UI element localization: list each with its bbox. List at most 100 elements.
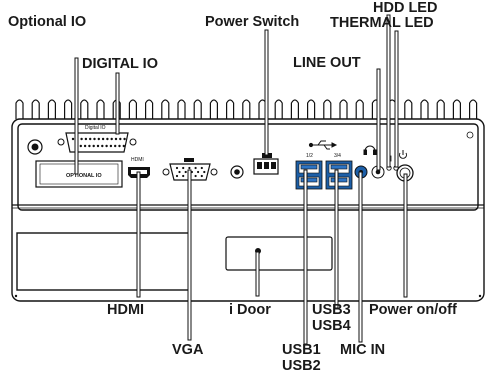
heatsink-fins bbox=[15, 99, 478, 119]
label-i-door: i Door bbox=[229, 302, 271, 318]
leader-hdmi bbox=[136, 171, 141, 298]
db-pin bbox=[79, 144, 83, 148]
power-switch-connector bbox=[253, 153, 279, 175]
heatsink-fin bbox=[63, 99, 73, 119]
heatsink-fin bbox=[242, 99, 251, 119]
leader-vga bbox=[187, 169, 192, 341]
heatsink-fin bbox=[274, 99, 283, 119]
label-thermal-led: THERMAL LED bbox=[330, 15, 434, 31]
label-usb3: USB3 bbox=[312, 302, 351, 318]
usb-12-ports bbox=[295, 160, 323, 190]
db-pin bbox=[101, 144, 104, 148]
leader-usb12 bbox=[303, 169, 308, 345]
heatsink-fin bbox=[47, 99, 56, 119]
hdmi-silk: HDMI bbox=[131, 157, 144, 163]
optional-io-cover: OPTIONAL IO bbox=[35, 160, 123, 188]
vga-pin bbox=[175, 174, 179, 178]
heatsink-fin bbox=[355, 99, 364, 119]
callout-labels: Optional IO Power Switch HDD LED THERMAL… bbox=[8, 0, 457, 374]
heatsink-fin bbox=[193, 99, 202, 119]
digital-io-silk: Digital IO bbox=[85, 125, 106, 131]
label-usb2: USB2 bbox=[282, 358, 321, 374]
heatsink-fin bbox=[290, 99, 299, 119]
leader-optional-io bbox=[74, 57, 79, 175]
db-pin bbox=[123, 137, 126, 141]
db-pin bbox=[106, 137, 109, 141]
heatsink-fin bbox=[436, 99, 445, 119]
db-pin bbox=[118, 144, 121, 148]
i-door bbox=[225, 236, 333, 271]
optional-io-silk: OPTIONAL IO bbox=[66, 173, 102, 179]
heatsink-fin bbox=[31, 99, 40, 119]
heatsink-fin bbox=[145, 99, 154, 119]
screw-icon bbox=[466, 131, 474, 139]
db-pin bbox=[97, 137, 101, 141]
label-hdd-led: HDD LED bbox=[373, 0, 437, 16]
db-pin bbox=[89, 137, 92, 141]
label-line-out: LINE OUT bbox=[293, 55, 361, 71]
vga-pin bbox=[203, 170, 206, 174]
vga-pin bbox=[200, 174, 203, 178]
digital-io-connector: Digital IO bbox=[57, 125, 137, 153]
label-power-on-off: Power on/off bbox=[369, 302, 457, 318]
label-usb1: USB1 bbox=[282, 342, 321, 358]
vga-pin bbox=[182, 174, 185, 178]
leader-i-door bbox=[255, 251, 260, 297]
vga-pin bbox=[194, 166, 197, 170]
db-pin bbox=[122, 144, 126, 148]
db-pin bbox=[84, 137, 88, 141]
heatsink-fin bbox=[452, 99, 461, 119]
db-pin bbox=[119, 137, 122, 141]
db-pin bbox=[93, 137, 96, 141]
heatsink-fin bbox=[177, 99, 186, 119]
label-optional-io: Optional IO bbox=[8, 14, 86, 30]
db-pin bbox=[101, 137, 105, 141]
leader-mic-in bbox=[358, 171, 363, 343]
heatsink-fin bbox=[323, 99, 332, 119]
heatsink-fin bbox=[469, 99, 478, 119]
round-connector-left bbox=[27, 139, 43, 155]
heatsink-fin bbox=[339, 99, 348, 119]
heatsink-fin bbox=[15, 99, 24, 119]
leader-hdd-led bbox=[386, 14, 391, 168]
usb-12-silk: 1/2 bbox=[306, 153, 313, 159]
leader-digital-io bbox=[115, 72, 120, 135]
usb-34-ports bbox=[325, 160, 353, 190]
db-pin bbox=[105, 144, 108, 148]
db-pin bbox=[80, 137, 83, 141]
leader-power-on-off bbox=[403, 173, 408, 298]
vga-pin bbox=[188, 166, 191, 170]
leader-power-switch bbox=[264, 29, 269, 156]
heatsink-fin bbox=[80, 99, 89, 119]
power-icon bbox=[399, 150, 407, 159]
label-usb4: USB4 bbox=[312, 318, 351, 334]
heatsink-fin bbox=[404, 99, 413, 119]
vga-pin bbox=[194, 174, 197, 178]
label-hdmi: HDMI bbox=[107, 302, 144, 318]
heatsink-fin bbox=[420, 99, 429, 119]
heatsink-fin bbox=[161, 99, 170, 119]
round-connector-center bbox=[230, 165, 244, 179]
db-pin bbox=[109, 144, 113, 148]
heatsink-fin bbox=[307, 99, 316, 119]
leader-line-out bbox=[376, 68, 381, 171]
vga-pin bbox=[178, 170, 181, 174]
label-power-switch: Power Switch bbox=[205, 14, 299, 30]
heatsink-fin bbox=[128, 99, 137, 119]
vga-pin bbox=[175, 166, 179, 170]
label-vga: VGA bbox=[172, 342, 204, 358]
db-pin bbox=[110, 137, 113, 141]
db-pin bbox=[114, 137, 118, 141]
heatsink-fin bbox=[226, 99, 235, 119]
db-pin bbox=[83, 144, 87, 148]
headphone-icon bbox=[363, 145, 377, 155]
leader-thermal-led bbox=[394, 30, 399, 168]
label-mic-in: MIC IN bbox=[340, 342, 385, 358]
vga-pin bbox=[182, 166, 185, 170]
leader-usb34 bbox=[334, 169, 339, 309]
db-pin bbox=[92, 144, 95, 148]
usb-34-silk: 3/4 bbox=[334, 153, 341, 159]
db-pin bbox=[114, 144, 117, 148]
label-digital-io: DIGITAL IO bbox=[82, 56, 158, 72]
